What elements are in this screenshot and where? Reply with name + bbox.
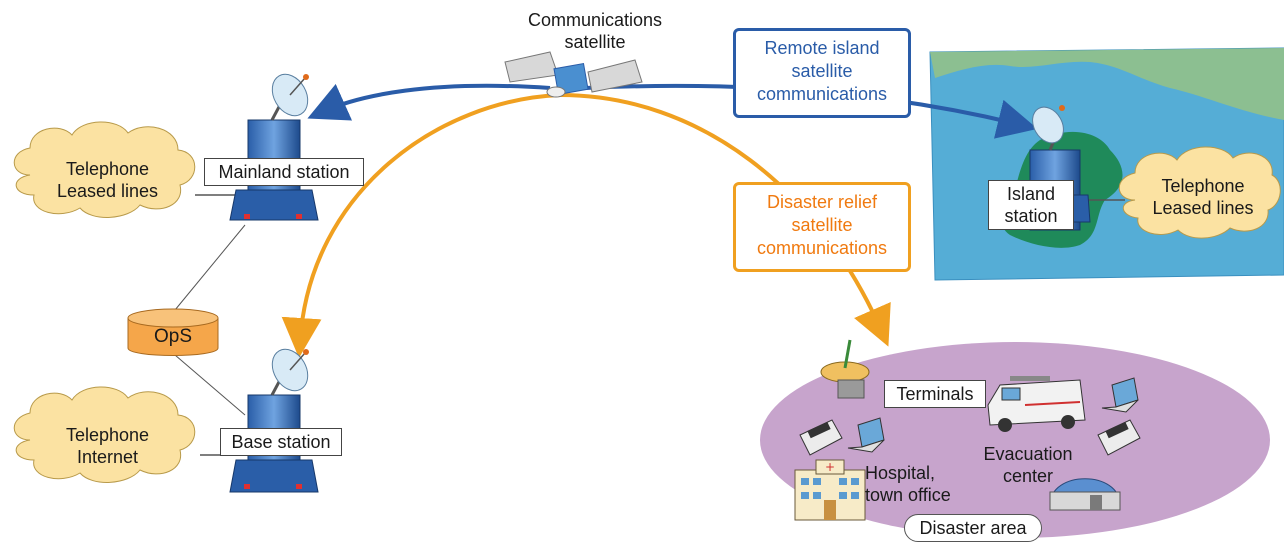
cloud-island-label: Telephone Leased lines — [1152, 176, 1254, 218]
satellite-icon — [504, 51, 643, 98]
island-station-label: Island station — [988, 180, 1074, 230]
satellite-links — [281, 83, 1038, 358]
mainland-station-label: Mainland station — [204, 158, 364, 186]
satellite-terminal-icon — [820, 339, 870, 399]
remote-island-callout: Remote island satellite communications — [733, 28, 911, 118]
cloud-island — [1118, 146, 1281, 239]
ops-database-icon — [127, 308, 219, 356]
cloud-base — [13, 386, 196, 483]
laptop-icon — [847, 417, 885, 453]
telephone-icon — [799, 419, 843, 456]
disaster-area-label: Disaster area — [904, 514, 1042, 542]
laptop-icon — [1101, 377, 1139, 413]
evacuation-label: Evacuation center — [983, 444, 1073, 486]
satellite-label: Communications satellite — [527, 10, 663, 52]
mainland-station-building — [229, 73, 319, 221]
terminals-label: Terminals — [884, 380, 986, 408]
cloud-base-label: Telephone Internet — [65, 425, 150, 467]
base-station-label: Base station — [220, 428, 342, 456]
cloud-mainland-label: Telephone Leased lines — [56, 159, 159, 201]
cloud-mainland — [13, 121, 196, 218]
disaster-relief-callout: Disaster relief satellite communications — [733, 182, 911, 272]
svg-text:+: + — [825, 460, 835, 474]
ops-label: OpS — [153, 326, 193, 347]
hospital-label: Hospital, town office — [865, 463, 951, 505]
telephone-icon — [1097, 419, 1141, 456]
base-station-building — [229, 348, 319, 493]
hospital-icon: + — [794, 459, 866, 521]
evacuation-center-icon — [1049, 478, 1121, 511]
relief-vehicle-icon — [987, 376, 1086, 432]
